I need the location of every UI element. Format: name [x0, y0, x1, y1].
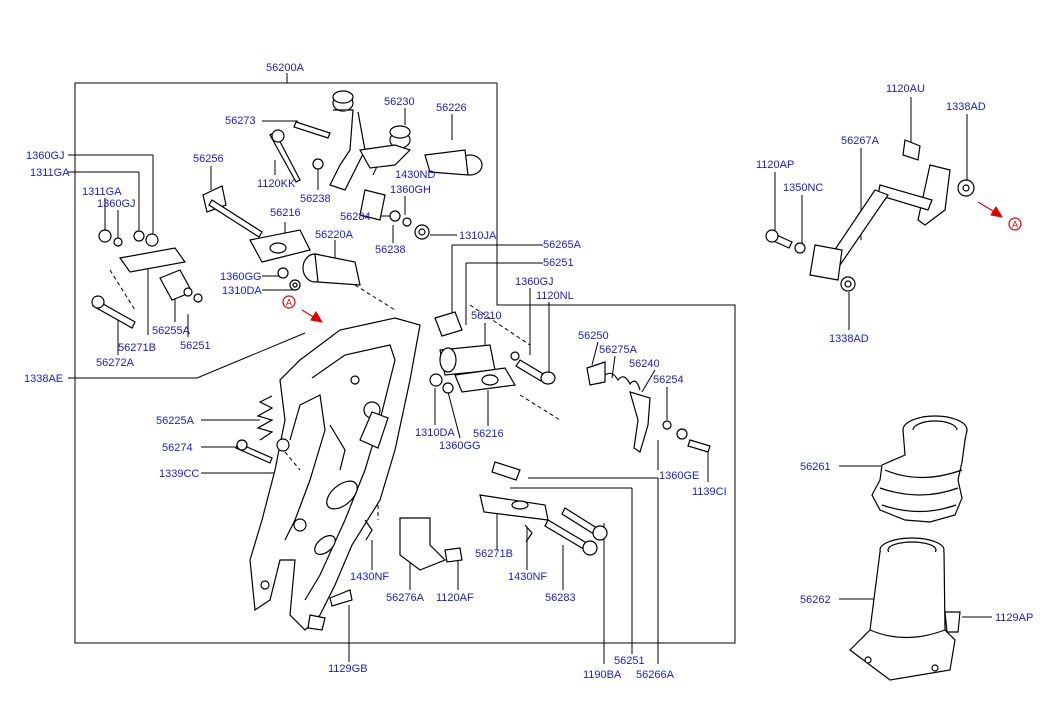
label-56216-b: 56216: [473, 428, 504, 440]
label-56255A: 56255A: [152, 325, 191, 337]
label-56284: 56284: [340, 211, 371, 223]
pedal-rod-assembly: [765, 139, 975, 292]
label-56276A: 56276A: [386, 592, 425, 604]
label-56216-a: 56216: [270, 207, 301, 219]
svg-text:A: A: [1012, 220, 1018, 230]
label-56266A: 56266A: [636, 669, 675, 681]
label-56250: 56250: [578, 330, 609, 342]
label-56238-a: 56238: [300, 193, 331, 205]
assembly-frame: [74, 73, 736, 644]
spring-and-bolts: [235, 395, 301, 471]
label-1360GH: 1360GH: [390, 184, 431, 196]
label-56220A: 56220A: [315, 229, 354, 241]
label-56274: 56274: [162, 442, 193, 454]
label-56240: 56240: [629, 358, 660, 370]
lower-parts: [307, 461, 608, 631]
label-56275A: 56275A: [599, 344, 638, 356]
label-1310DA-a: 1310DA: [222, 285, 262, 297]
label-1120AF: 1120AF: [436, 592, 474, 604]
label-1129GB: 1129GB: [328, 663, 368, 675]
label-56251-b: 56251: [180, 340, 211, 352]
label-56225A: 56225A: [156, 415, 195, 427]
label-56271B-a: 56271B: [118, 342, 156, 354]
right-bracket-group: [429, 304, 711, 453]
label-1360GJ-c: 1360GJ: [515, 276, 554, 288]
label-1338AD-b: 1338AD: [829, 333, 869, 345]
label-56251-c: 56251: [614, 655, 645, 667]
reference-mark-left: A: [282, 295, 323, 323]
label-56254: 56254: [653, 374, 684, 386]
label-1430NF-b: 1430NF: [508, 571, 547, 583]
label-1339CC: 1339CC: [159, 468, 199, 480]
label-1120AP: 1120AP: [756, 159, 794, 171]
label-56256: 56256: [193, 153, 224, 165]
upper-pedal-arm: [269, 90, 483, 240]
label-1139CI: 1139CI: [692, 486, 727, 498]
pedal-bracket: [249, 317, 421, 631]
label-56210: 56210: [471, 310, 502, 322]
left-bracket-group: [91, 229, 203, 329]
label-1360GG-b: 1360GG: [439, 440, 481, 452]
label-56272A: 56272A: [96, 357, 135, 369]
bolt-and-brackets: [202, 185, 396, 311]
label-1338AD-a: 1338AD: [946, 101, 986, 113]
label-56251-a: 56251: [543, 257, 574, 269]
boot-56262: [849, 537, 961, 681]
label-1120NL: 1120NL: [536, 290, 574, 302]
label-56261: 56261: [800, 461, 831, 473]
label-56238-b: 56238: [375, 244, 406, 256]
label-56265A: 56265A: [543, 239, 582, 251]
label-56283: 56283: [545, 592, 576, 604]
label-1311GA-a: 1311GA: [30, 167, 70, 179]
label-1190BA: 1190BA: [583, 669, 622, 681]
reference-mark-right: A: [977, 201, 1022, 231]
label-1350NC: 1350NC: [783, 182, 823, 194]
label-1338AE: 1338AE: [24, 373, 63, 385]
label-56271B-b: 56271B: [475, 548, 513, 560]
label-56230: 56230: [384, 96, 415, 108]
label-56262: 56262: [800, 594, 831, 606]
label-56200A: 56200A: [266, 62, 305, 74]
boot-56261: [871, 415, 968, 523]
label-1360GE: 1360GE: [659, 470, 699, 482]
label-1311GA-b: 1311GA: [82, 186, 122, 198]
label-1360GG-a: 1360GG: [220, 271, 262, 283]
label-1360GJ-b: 1360GJ: [97, 198, 136, 210]
label-1310DA-b: 1310DA: [415, 427, 455, 439]
label-1360GJ-a: 1360GJ: [26, 150, 65, 162]
label-1310JA: 1310JA: [459, 230, 497, 242]
label-56226: 56226: [436, 102, 467, 114]
label-1129AP: 1129AP: [995, 612, 1033, 624]
label-1120AU: 1120AU: [886, 83, 925, 95]
part-labels: 56200A 56273 56230 56226 1360GJ 1311GA 5…: [24, 62, 1033, 681]
label-1120KK: 1120KK: [257, 178, 296, 190]
label-56267A: 56267A: [841, 135, 880, 147]
label-1430NF-a: 1430NF: [350, 571, 389, 583]
label-56273: 56273: [225, 115, 256, 127]
label-1430ND: 1430ND: [395, 169, 435, 181]
svg-text:A: A: [286, 298, 292, 308]
